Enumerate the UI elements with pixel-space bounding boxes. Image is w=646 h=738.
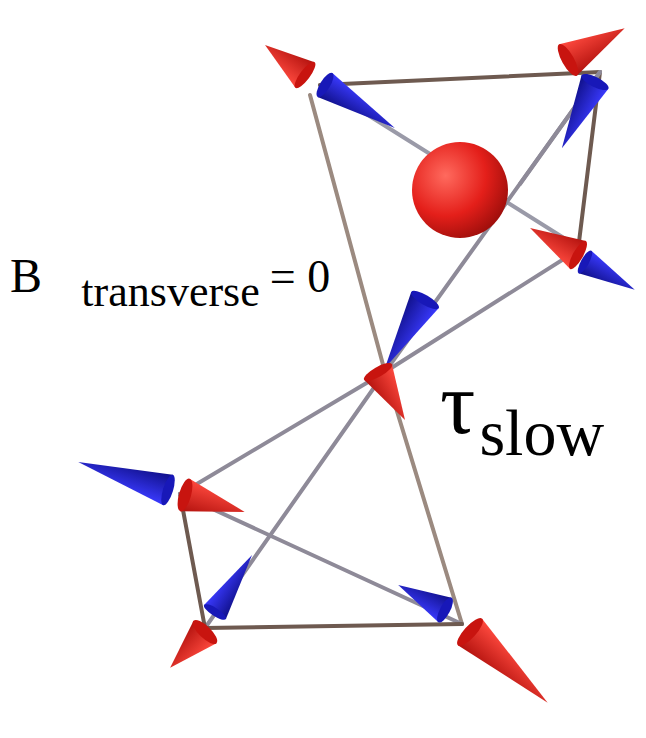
time-subscript: slow	[479, 400, 604, 466]
field-symbol: B⃗	[10, 252, 79, 300]
label-group: τslow	[440, 360, 604, 448]
field-value: = 0⃗	[270, 254, 366, 300]
time-symbol: τ	[440, 360, 475, 448]
tetrahedron-edges	[180, 72, 600, 628]
spin-cones	[73, 12, 641, 715]
monopole-sphere	[412, 142, 508, 238]
field-subscript: transverse	[81, 270, 259, 314]
label-group: B⃗transverse= 0⃗	[10, 252, 366, 300]
